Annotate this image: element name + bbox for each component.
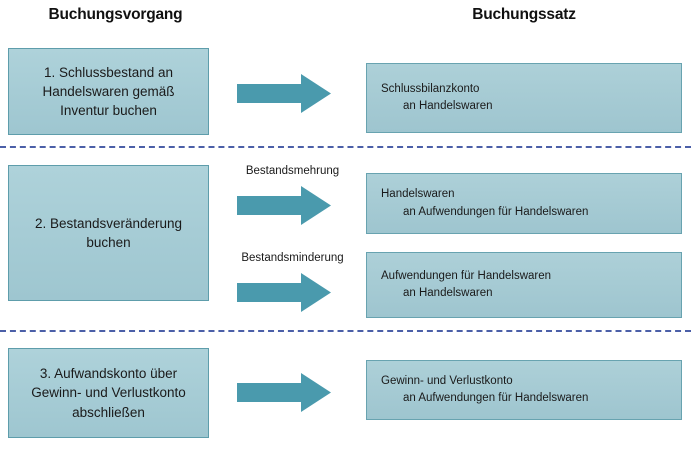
process-box-1: 1. Schlussbestand an Handelswaren gemäß … <box>8 48 209 135</box>
arrow-label-bestandsminderung: Bestandsminderung <box>241 252 344 264</box>
entry-line-1-top: Schlussbilanzkonto <box>381 82 480 95</box>
arrow-icon-2a <box>237 186 331 225</box>
arrow-icon-1 <box>237 74 331 113</box>
column-header-buchungssatz: Buchungssatz <box>472 6 576 23</box>
arrow-label-bestandsmehrung: Bestandsmehrung <box>245 165 340 177</box>
entry-box-2a: Handelswaren an Aufwendungen für Handels… <box>366 173 682 234</box>
section-divider-1 <box>0 146 691 148</box>
entry-box-2b: Aufwendungen für Handelswaren an Handels… <box>366 252 682 318</box>
entry-line-3-bottom: an Aufwendungen für Handelswaren <box>403 392 589 404</box>
entry-line-2b-bottom: an Handelswaren <box>403 287 493 299</box>
column-header-buchungsvorgang: Buchungsvorgang <box>48 6 183 23</box>
entry-line-2a-bottom: an Aufwendungen für Handelswaren <box>403 205 589 218</box>
section-divider-2 <box>0 330 691 332</box>
entry-line-2b-top: Aufwendungen für Handelswaren <box>381 269 552 282</box>
process-box-2: 2. Bestandsveränderung buchen <box>8 165 209 301</box>
entry-line-2a-top: Handelswaren <box>381 188 455 201</box>
arrow-icon-3 <box>237 373 331 412</box>
entry-line-3-top: Gewinn- und Verlustkonto <box>381 374 513 387</box>
entry-box-3: Gewinn- und Verlustkonto an Aufwendungen… <box>366 360 682 420</box>
entry-box-1: Schlussbilanzkonto an Handelswaren <box>366 63 682 133</box>
arrow-icon-2b <box>237 273 331 312</box>
entry-line-1-bottom: an Handelswaren <box>403 100 493 112</box>
process-box-3: 3. Aufwandskonto über Gewinn- und Verlus… <box>8 348 209 438</box>
